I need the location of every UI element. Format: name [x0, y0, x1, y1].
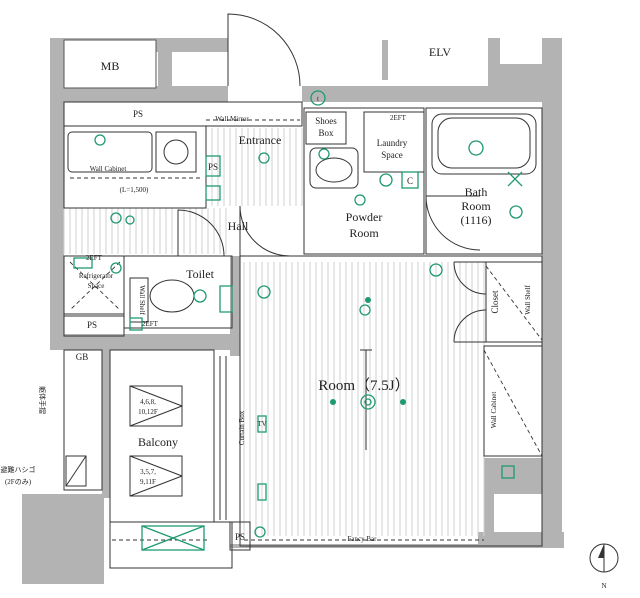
label-partition: 躯体手摺 — [38, 386, 47, 414]
label-bath-2: Room — [461, 199, 491, 213]
label-hatch-2: (2Fのみ) — [5, 478, 32, 486]
label-mb: MB — [101, 59, 120, 73]
label-ps-balcony: PS — [235, 532, 245, 542]
label-wall-mirror: Wall Mirror — [215, 115, 249, 123]
label-refrigerator-1: Refrigerator — [79, 272, 114, 280]
label-eeft-1: 2EFT — [390, 114, 407, 122]
label-ps-top: PS — [133, 109, 143, 119]
label-eeft-3: 2EFT — [142, 320, 159, 328]
label-curtain-box: Curtain Box — [238, 410, 246, 445]
label-room: Room（7.5J） — [318, 377, 409, 394]
label-eeft-2: 2EFT — [86, 254, 103, 262]
label-balcony: Balcony — [138, 435, 178, 449]
label-bath-1: Bath — [465, 185, 488, 199]
structural-walls — [22, 38, 564, 584]
north-compass — [589, 543, 619, 573]
label-toilet: Toilet — [186, 267, 214, 281]
label-laundry-2: Space — [381, 150, 403, 160]
label-ps-kitchen: PS — [208, 162, 218, 172]
label-entrance: Entrance — [239, 133, 282, 147]
label-hatch-1: 避難ハシゴ — [1, 465, 36, 474]
label-wall-shelf-closet: Wall Shelf — [524, 285, 532, 315]
label-tv-tag: TV — [257, 420, 266, 428]
label-refrigerator-2: Space — [88, 282, 105, 290]
label-fancy-bar: Fancy Bar — [348, 535, 378, 543]
label-hall: Hall — [228, 219, 249, 233]
label-elv: ELV — [429, 45, 452, 59]
label-ps-bottom: PS — [87, 320, 97, 330]
label-t-tag: t — [317, 95, 319, 103]
label-closet: Closet — [490, 290, 500, 314]
label-floors-b-2: 9,11F — [140, 478, 156, 486]
label-compass-n: N — [601, 582, 606, 590]
label-shoes-box-1: Shoes — [315, 116, 337, 126]
label-kitchen-length: (L=1,500) — [120, 186, 149, 194]
label-floors-b-1: 3,5,7, — [140, 468, 156, 476]
label-wall-cabinet-room: Wall Cabinet — [490, 392, 498, 429]
label-floors-a-2: 10,12F — [138, 408, 158, 416]
label-c-tag: C — [407, 176, 413, 186]
doors — [177, 13, 487, 520]
electrical-fixtures — [73, 90, 523, 538]
label-bath-3: (1116) — [460, 213, 491, 227]
label-powder-2: Room — [349, 226, 379, 240]
text-labels: MB ELV PS Wall Mirror Shoes Box Entrance… — [1, 45, 607, 590]
label-wall-cabinet-kitchen: Wall Cabinet — [90, 165, 127, 173]
label-powder-1: Powder — [346, 210, 383, 224]
label-wall-shelf-toilet: Wall Shelf — [138, 285, 146, 315]
label-gb: GB — [76, 352, 89, 362]
label-floors-a-1: 4,6,8, — [140, 398, 156, 406]
label-laundry-1: Laundry — [377, 138, 408, 148]
flooring-pattern — [63, 128, 485, 536]
label-shoes-box-2: Box — [318, 128, 334, 138]
